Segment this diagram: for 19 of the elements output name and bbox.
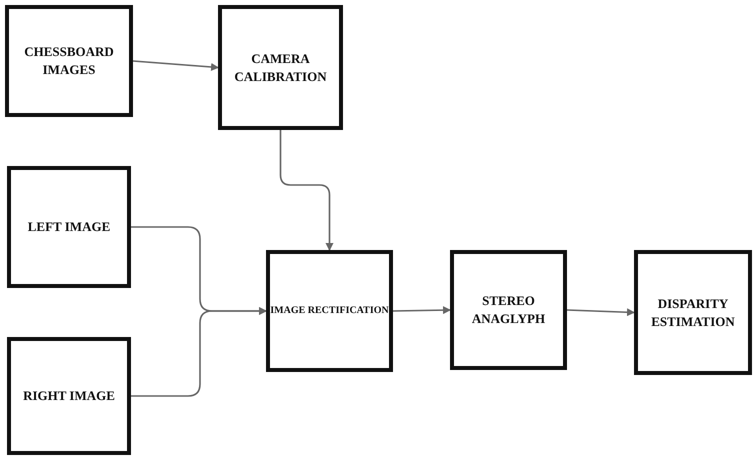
process-box [266, 250, 393, 372]
arrow [132, 60, 219, 71]
arrow [392, 306, 451, 314]
box-label: RIGHT IMAGE [23, 387, 115, 405]
process-box [450, 250, 567, 370]
arrow [131, 307, 267, 397]
box-label: CAMERA CALIBRATION [233, 50, 328, 86]
box-label: LEFT IMAGE [28, 218, 110, 236]
process-box [218, 5, 343, 130]
box-label: IMAGE RECTIFICATION [270, 304, 389, 318]
box-label: STEREO ANAGLYPH [470, 292, 546, 328]
box-label: CHESSBOARD IMAGES [23, 43, 115, 79]
arrow [280, 130, 334, 251]
arrow [566, 308, 635, 316]
process-box [5, 5, 133, 117]
process-box [634, 250, 752, 375]
box-label: DISPARITY ESTIMATION [650, 294, 736, 330]
process-box [7, 337, 131, 455]
process-box [7, 166, 131, 288]
